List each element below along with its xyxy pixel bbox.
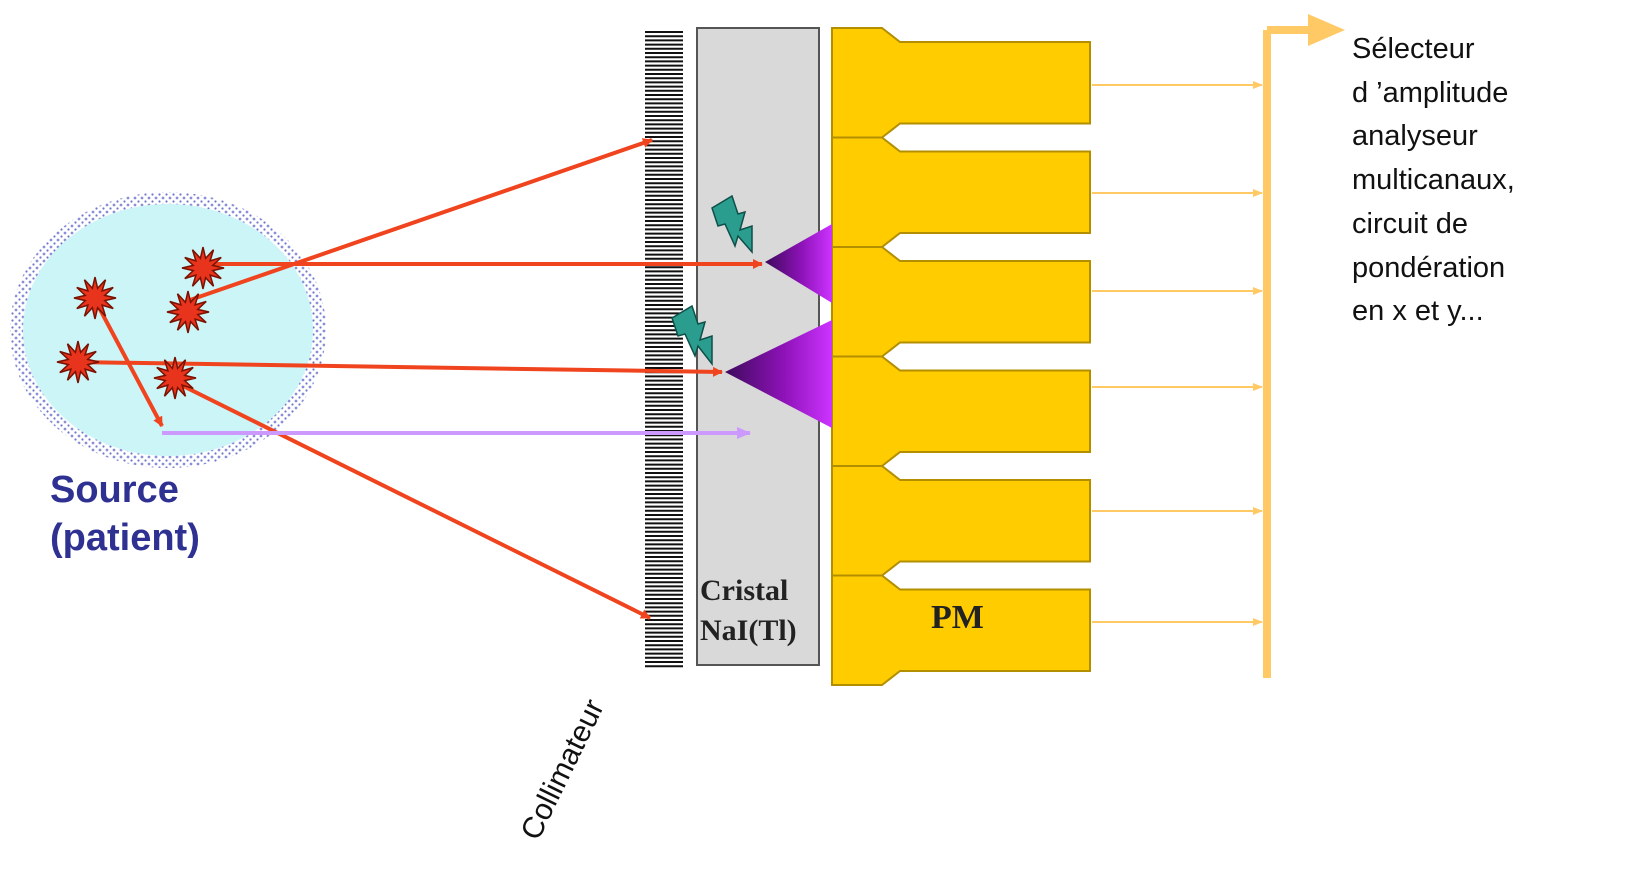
selector-caption: Sélecteur d ’amplitude analyseur multica… [1352,33,1515,327]
selector-line: analyseur [1352,120,1478,152]
starburst-icon [153,356,197,400]
selector-line: pondération [1352,252,1505,284]
signal-bus [1263,14,1345,678]
selector-line: multicanaux, [1352,164,1515,196]
photomultiplier-tubes [831,27,1091,686]
starburst-icon [166,290,210,334]
starburst-icon [73,276,117,320]
source-label: Source [50,469,179,511]
pm-tube [831,465,1091,577]
selector-line: d ’amplitude [1352,77,1508,109]
patient-source [10,192,326,468]
crystal-sublabel: NaI(Tl) [700,614,797,647]
light-cone-1 [765,224,832,303]
pm-tube [831,355,1091,467]
pm-tube [831,136,1091,248]
collimator [643,30,685,670]
starburst-icon [181,246,225,290]
light-cone-2 [725,320,832,428]
bus-arrow-icon [1308,14,1345,46]
collimator-label: Collimateur [515,694,611,845]
selector-line: Sélecteur [1352,33,1475,65]
lightning-icon [671,304,713,367]
pm-signal-lines [1092,81,1263,626]
pm-tube [831,27,1091,139]
lightning-icon [711,194,753,254]
pm-label: PM [931,599,984,636]
source-sublabel: (patient) [50,517,200,559]
crystal-label: Cristal [700,574,788,607]
selector-line: circuit de [1352,208,1468,240]
starburst-icon [56,340,100,384]
selector-line: en x et y... [1352,295,1484,327]
pm-tube [831,574,1091,686]
pm-tube [831,246,1091,358]
emission-events [56,246,225,400]
